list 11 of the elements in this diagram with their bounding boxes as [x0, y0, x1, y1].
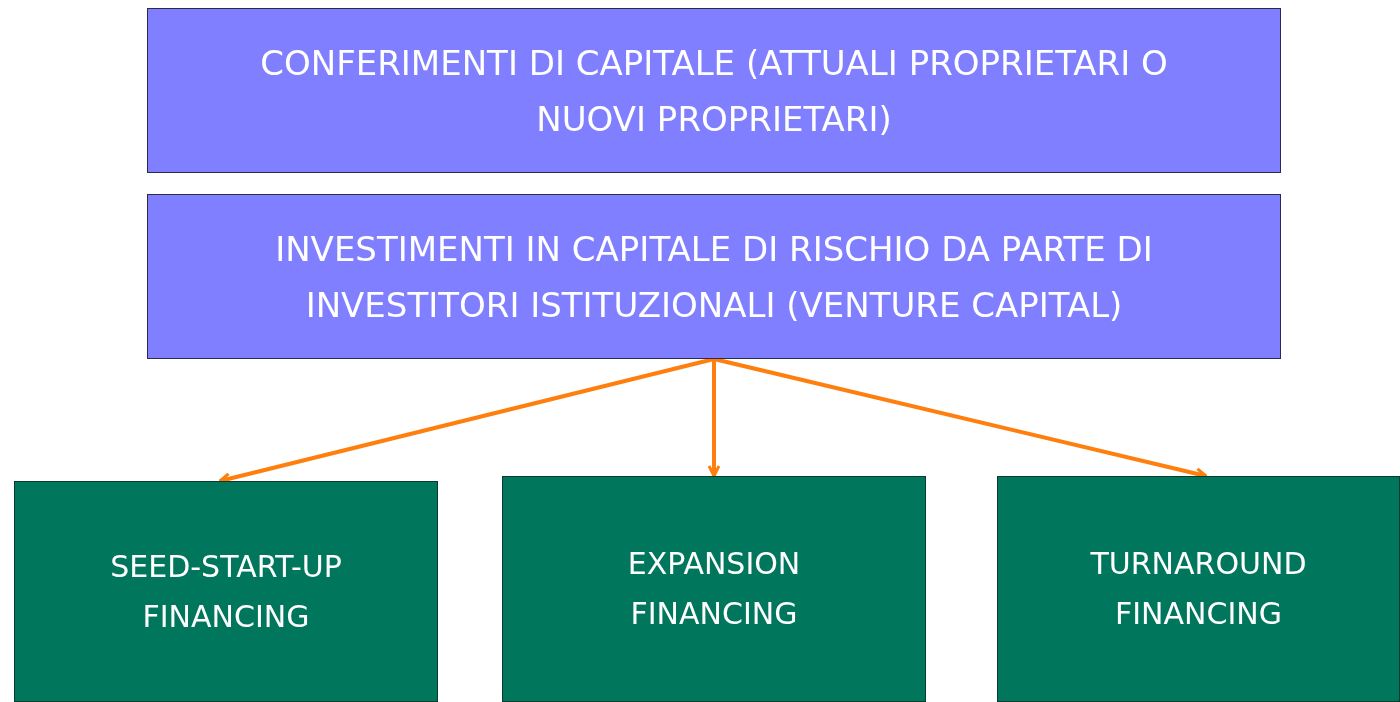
process-box — [14, 481, 438, 702]
box-label: EXPANSION FINANCING — [626, 545, 802, 633]
arrow — [707, 359, 721, 478]
box-label: INVESTIMENTI IN CAPITALE DI RISCHIO DA PARTE DI INVESTITORI ISTITUZIONALI (VENTURE CAPITAL) — [274, 227, 1154, 327]
box-label: CONFERIMENTI DI CAPITALE (ATTUALI PROPRIETARI O NUOVI PROPRIETARI) — [259, 41, 1169, 141]
process-box — [502, 476, 926, 702]
process-box — [147, 194, 1281, 359]
box-label: SEED-START-UP FINANCING — [109, 547, 343, 636]
process-box — [997, 476, 1400, 702]
process-box — [147, 8, 1281, 173]
box-label: TURNAROUND FINANCING — [1089, 545, 1308, 633]
